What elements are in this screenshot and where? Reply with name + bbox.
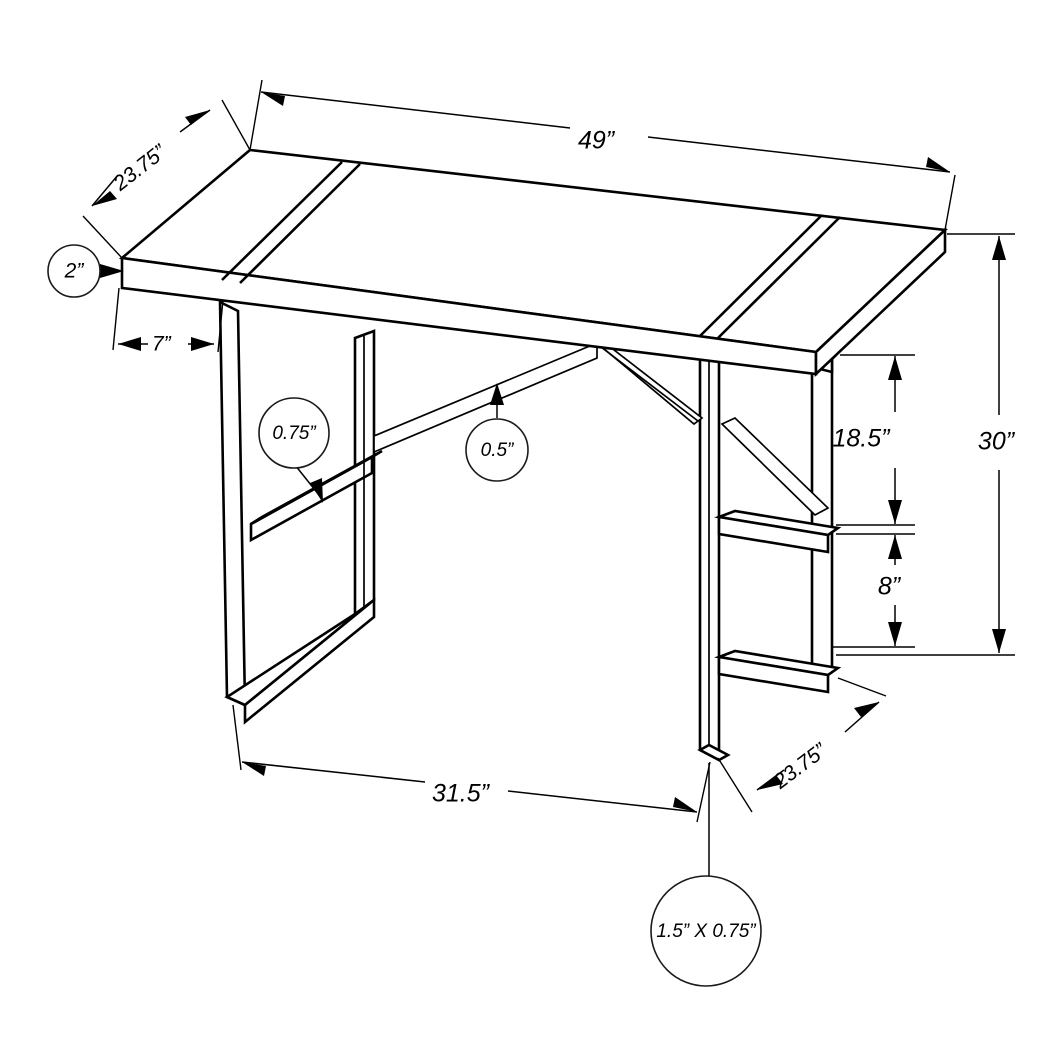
label-brace: 0.5” [481,440,515,461]
table-top-seam-right-a [699,214,823,337]
arrow-leg-depth-upper [854,702,879,717]
arrow-depth-left-bottom [92,191,117,206]
right-leg-bottom-rail-face [717,655,830,694]
dim-line-leg-span-b [507,790,698,813]
right-leg-frame [697,317,842,763]
table-top [118,148,948,378]
arrow-leg-span-left [242,762,266,776]
callout-circle-leg-profile [650,875,762,987]
arrow-lower-opening-bottom [888,622,902,646]
dimension-annotations: 49” 23.75” 2” [47,79,1016,987]
table-top-seam-right-b [717,216,841,339]
callout-frame-tube: 0.75” [258,397,330,503]
table-top-right-edge [814,226,947,378]
label-lower-opening: 8” [878,573,902,601]
callout-circle-frame-tube [258,397,330,469]
left-leg-bottom-rail-top [224,598,375,707]
ext-line-overhang-right [217,299,224,353]
left-leg-frame [218,299,383,725]
label-top-width: 49” [578,127,616,155]
dim-line-leg-depth-b [844,701,880,733]
dimension-lower-opening: 8” [833,533,915,648]
table-top-seam-left-b [239,163,361,284]
dimension-leg-depth-right: 23.75” [717,677,887,813]
label-leg-profile: 1.5” X 0.75” [656,921,757,942]
dim-line-top-width-b [647,136,951,173]
left-leg-outer-post [218,299,247,708]
label-upper-opening: 18.5” [833,425,892,453]
dimension-total-height: 30” [836,233,1016,656]
desk-illustration [118,148,948,763]
dimension-upper-opening: 18.5” [833,354,915,526]
arrow-top-width-right [926,157,950,172]
arrow-lower-opening-top [888,535,902,559]
callout-circle-brace [465,418,529,482]
dimension-leg-span: 31.5” [232,704,711,823]
right-leg-front-post [810,356,834,688]
arrow-total-height-top [992,236,1006,260]
ext-line-depth-left-a [221,99,251,151]
arrow-overhang-right [191,337,214,351]
dim-line-top-width-a [260,91,571,129]
ext-line-leg-depth-b [837,677,887,697]
center-cross-braces [373,341,704,454]
callout-circle-top-thickness [47,244,101,298]
label-leg-depth-right: 23.75” [769,739,832,794]
dim-line-depth-left-b [91,174,119,207]
ext-line-top-width-left [249,79,263,151]
arrow-total-height-bottom [992,629,1006,653]
callout-brace: 0.5” [465,383,529,482]
ext-line-leg-span-left [232,704,242,771]
table-top-seam-left-a [221,161,343,281]
arrow-upper-opening-bottom [888,500,902,524]
arrow-upper-opening-top [888,356,902,380]
label-top-overhang: 7” [152,333,172,356]
ext-line-top-width-right [944,174,956,231]
arrow-top-thickness [100,264,124,278]
label-leg-span: 31.5” [432,780,491,808]
label-top-depth-left: 23.75” [109,140,172,196]
dimension-top-overhang: 7” [112,287,224,356]
label-total-height: 30” [978,428,1016,456]
right-leg-diagonal-brace [720,416,830,517]
dimension-top-width: 49” [249,79,956,231]
arrow-top-width-left [261,92,285,106]
right-leg-mid-rail-face [717,515,830,554]
callout-leg-profile: 1.5” X 0.75” [650,763,762,987]
dim-line-leg-span-a [241,761,426,783]
label-top-thickness: 2” [64,260,85,283]
ext-line-overhang-left [112,287,120,351]
ext-line-leg-span-right [696,761,711,823]
dimension-top-thickness: 2” [47,244,124,298]
arrow-leg-depth-lower [757,775,783,790]
center-brace-right-arm-edge [600,346,699,422]
arrow-frame-tube [310,478,323,503]
ext-line-depth-left-b [82,215,123,259]
right-leg-foot [697,743,731,762]
label-frame-tube: 0.75” [272,423,317,444]
arrow-brace [490,383,504,405]
arrow-leg-span-right [673,797,697,812]
left-leg-bottom-rail-face [243,597,376,725]
arrow-overhang-left [118,337,141,351]
arrow-depth-left-top [185,110,210,125]
ext-line-leg-depth-a [717,757,753,813]
